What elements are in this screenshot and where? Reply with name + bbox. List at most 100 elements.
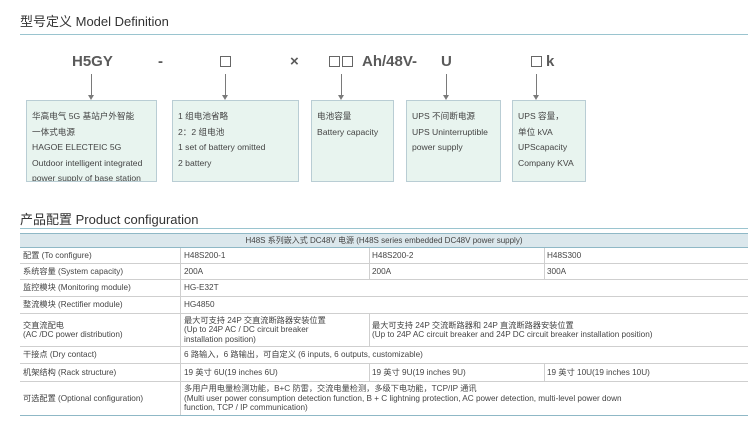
desc-line: Company KVA	[518, 157, 574, 168]
empty-box-icon	[329, 56, 340, 67]
code-times: ×	[290, 53, 299, 70]
table-cell: 多用户用电量检测功能，B+C 防雷，交流电量检测，多级下电功能，TCP/IP 通…	[181, 382, 625, 415]
table-cell: 300A	[547, 266, 567, 276]
code-base: H5GY	[72, 53, 113, 70]
cell-line: (Multi user power consumption detection …	[184, 393, 622, 403]
row-label: 配置 (To configure)	[20, 248, 181, 263]
row-label: 机架结构 (Rack structure)	[20, 364, 181, 381]
code-dash: -	[158, 53, 163, 70]
connector-line	[341, 74, 342, 95]
table-cell: HG4850	[184, 300, 215, 310]
desc-line: 一体式电源	[32, 126, 75, 137]
desc-line: Outdoor intelligent integrated	[32, 157, 143, 168]
desc-line: UPScapacity	[518, 142, 568, 152]
desc-line: 华高电气 5G 基站户外智能	[32, 111, 135, 121]
model-definition-divider	[20, 34, 748, 35]
desc-line: 单位 kVA	[518, 126, 553, 137]
desc-box-battery-capacity: 电池容量 Battery capacity	[311, 100, 394, 182]
table-row-capacity: 系统容量 (System capacity) 200A 200A 300A	[20, 264, 748, 280]
column-divider	[369, 248, 370, 263]
desc-line: power supply of base station	[32, 173, 141, 182]
table-row-configure: 配置 (To configure) H48S200-1 H48S200-2 H4…	[20, 248, 748, 264]
table-cell: 最大可支持 24P 交流断路器和 24P 直流断路器安装位置 (Up to 24…	[369, 314, 655, 346]
column-divider	[544, 364, 545, 381]
arrow-down-icon	[338, 95, 344, 100]
empty-box-icon	[531, 56, 542, 67]
desc-box-ups: UPS 不间断电源 UPS Uninterruptible power supp…	[406, 100, 501, 182]
desc-line: UPS 容量，	[518, 111, 564, 121]
desc-box-series: 华高电气 5G 基站户外智能 一体式电源 HAGOE ELECTEIC 5G O…	[26, 100, 157, 182]
row-label: 系统容量 (System capacity)	[20, 264, 181, 279]
table-cell: 200A	[184, 266, 204, 276]
cell-line: function, TCP / IP communication)	[184, 403, 308, 413]
column-divider	[369, 364, 370, 381]
desc-line: 2：2 组电池	[178, 126, 225, 137]
code-kva-placeholder	[530, 53, 543, 70]
row-label: 监控模块 (Monitoring module)	[20, 280, 181, 296]
table-cell: 19 英寸 6U(19 inches 6U)	[184, 367, 278, 377]
desc-box-battery-sets: 1 组电池省略 2：2 组电池 1 set of battery omitted…	[172, 100, 299, 182]
connector-line	[91, 74, 92, 95]
product-config-table: H48S 系列嵌入式 DC48V 电源 (H48S series embedde…	[20, 233, 748, 416]
code-voltage: Ah/48V-	[362, 53, 418, 70]
code-battery-sets-placeholder	[219, 53, 232, 70]
desc-box-ups-capacity: UPS 容量， 单位 kVA UPScapacity Company KVA	[512, 100, 586, 182]
desc-line: power supply	[412, 142, 463, 152]
column-divider	[544, 264, 545, 279]
desc-line: 1 组电池省略	[178, 111, 229, 121]
cell-line: 最大可支持 24P 交流断路器和 24P 直流断路器安装位置	[372, 320, 574, 330]
cell-line: (Up to 24P AC / DC circuit breaker	[184, 325, 309, 335]
desc-line: 1 set of battery omitted	[178, 142, 266, 152]
column-divider	[544, 248, 545, 263]
table-cell: 6 路输入，6 路输出，可自定义 (6 inputs, 6 outputs, c…	[184, 350, 423, 360]
cell-line: 多用户用电量检测功能，B+C 防雷，交流电量检测，多级下电功能，TCP/IP 通…	[184, 384, 477, 394]
table-cell: H48S300	[547, 250, 582, 260]
model-definition-title: 型号定义 Model Definition	[20, 14, 169, 29]
table-cell: 最大可支持 24P 交直流断路器安装位置 (Up to 24P AC / DC …	[181, 314, 329, 346]
table-row-rectifier: 整流模块 (Rectifier module) HG4850	[20, 297, 748, 314]
table-row-distribution: 交直流配电 (AC /DC power distribution) 最大可支持 …	[20, 314, 748, 347]
table-cell: H48S200-2	[372, 250, 414, 260]
product-configuration-divider	[20, 228, 748, 229]
desc-line: 电池容量	[317, 111, 352, 121]
row-label: 整流模块 (Rectifier module)	[20, 297, 181, 313]
row-label-line: (AC /DC power distribution)	[23, 330, 123, 339]
desc-line: HAGOE ELECTEIC 5G	[32, 142, 122, 152]
code-ups-letter: U	[441, 53, 452, 70]
table-title: H48S 系列嵌入式 DC48V 电源 (H48S series embedde…	[20, 233, 748, 248]
empty-box-icon	[220, 56, 231, 67]
connector-line	[446, 74, 447, 95]
desc-line: UPS Uninterruptible	[412, 126, 488, 137]
connector-line	[225, 74, 226, 95]
table-cell: 200A	[372, 266, 392, 276]
column-divider	[369, 264, 370, 279]
table-row-optional: 可选配置 (Optional configuration) 多用户用电量检测功能…	[20, 382, 748, 416]
arrow-down-icon	[88, 95, 94, 100]
row-label-line: 交直流配电	[23, 320, 64, 330]
code-kva-letter: k	[546, 53, 555, 70]
desc-line: UPS 不间断电源	[412, 111, 476, 121]
desc-line: 2 battery	[178, 157, 212, 168]
table-row-rack: 机架结构 (Rack structure) 19 英寸 6U(19 inches…	[20, 364, 748, 382]
arrow-down-icon	[222, 95, 228, 100]
desc-line: Battery capacity	[317, 126, 379, 137]
table-cell: HG-E32T	[184, 283, 219, 293]
empty-box-icon	[342, 56, 353, 67]
table-row-monitoring: 监控模块 (Monitoring module) HG-E32T	[20, 280, 748, 297]
table-cell: 19 英寸 10U(19 inches 10U)	[547, 367, 650, 377]
cell-line: (Up to 24P AC circuit breaker and 24P DC…	[372, 330, 653, 339]
arrow-down-icon	[443, 95, 449, 100]
row-label: 交直流配电 (AC /DC power distribution)	[20, 314, 181, 346]
product-configuration-title: 产品配置 Product configuration	[20, 212, 199, 227]
arrow-down-icon	[533, 95, 539, 100]
row-label: 干接点 (Dry contact)	[20, 347, 181, 363]
table-cell: H48S200-1	[184, 250, 226, 260]
code-capacity-placeholder	[328, 53, 354, 70]
column-divider	[369, 314, 370, 346]
row-label: 可选配置 (Optional configuration)	[20, 382, 181, 415]
table-cell: 19 英寸 9U(19 inches 9U)	[372, 367, 466, 377]
cell-line: installation position)	[184, 334, 256, 344]
cell-line: 最大可支持 24P 交直流断路器安装位置	[184, 315, 326, 325]
connector-line	[536, 74, 537, 95]
table-row-dry-contact: 干接点 (Dry contact) 6 路输入，6 路输出，可自定义 (6 in…	[20, 347, 748, 364]
